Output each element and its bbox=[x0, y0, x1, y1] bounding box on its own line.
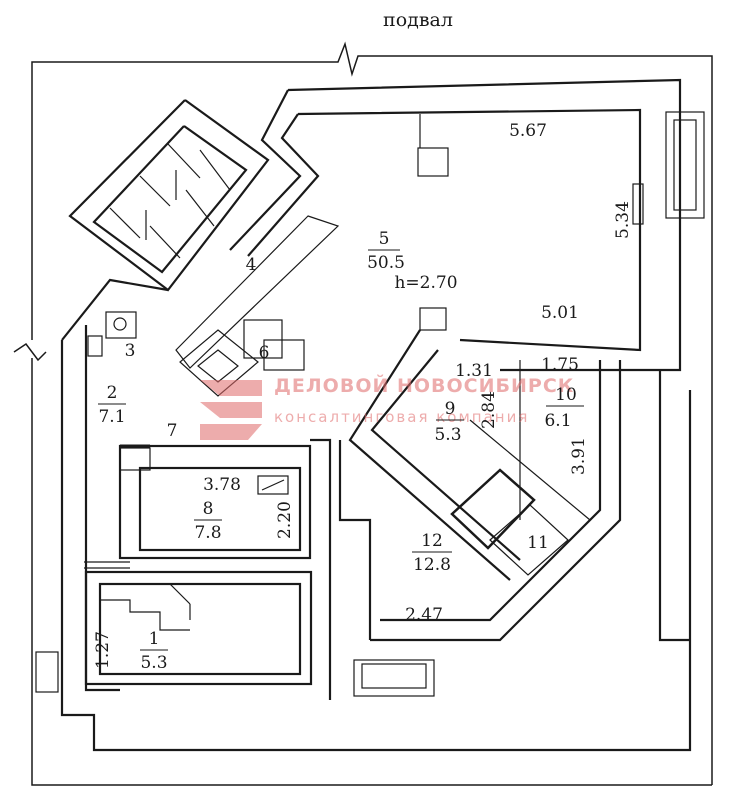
detail-lines bbox=[35, 111, 705, 697]
dimension-5-34: 5.34 bbox=[613, 201, 633, 239]
plan-title: подвал bbox=[383, 9, 453, 31]
room-9-area: 5.3 bbox=[434, 425, 461, 445]
room-12-number: 12 bbox=[421, 531, 443, 551]
room-8-area: 7.8 bbox=[194, 523, 221, 543]
watermark-logo-icon bbox=[200, 380, 262, 440]
dimension-1-31: 1.31 bbox=[455, 361, 493, 381]
room-labels: 1 5.3 2 7.1 3 4 5 50.5 h=2.70 6 7 8 7.8 … bbox=[98, 229, 584, 673]
room-8-number: 8 bbox=[203, 499, 214, 519]
room-4-number: 4 bbox=[246, 255, 257, 275]
room-6-number: 6 bbox=[259, 343, 270, 363]
room-3-number: 3 bbox=[125, 341, 136, 361]
dimension-2-20: 2.20 bbox=[275, 501, 295, 539]
room-5-height: h=2.70 bbox=[394, 273, 457, 293]
outer-boundary bbox=[13, 41, 713, 786]
room-9-number: 9 bbox=[445, 399, 456, 419]
watermark-line1: ДЕЛОВОЙ НОВОСИБИРСК bbox=[274, 374, 574, 397]
dimension-2-84: 2.84 bbox=[479, 391, 499, 429]
room-2-area: 7.1 bbox=[98, 407, 125, 427]
watermark-line2: консалтинговая компания bbox=[274, 408, 529, 426]
room-11-number: 11 bbox=[527, 533, 549, 553]
dimension-5-67: 5.67 bbox=[509, 121, 547, 141]
walls bbox=[60, 78, 692, 752]
room-10-area: 6.1 bbox=[544, 411, 571, 431]
dimension-2-47: 2.47 bbox=[405, 605, 443, 625]
dimension-labels: 5.67 5.34 5.01 1.31 1.75 2.84 3.91 3.78 … bbox=[93, 121, 633, 669]
room-5-area: 50.5 bbox=[367, 253, 405, 273]
room-7-number: 7 bbox=[167, 421, 178, 441]
room-2-number: 2 bbox=[107, 383, 118, 403]
room-1-number: 1 bbox=[149, 629, 160, 649]
dimension-3-78: 3.78 bbox=[203, 475, 241, 495]
room-10-number: 10 bbox=[555, 385, 577, 405]
dimension-1-75: 1.75 bbox=[541, 355, 579, 375]
dimension-1-27: 1.27 bbox=[93, 631, 113, 669]
dimension-5-01: 5.01 bbox=[541, 303, 579, 323]
watermark: ДЕЛОВОЙ НОВОСИБИРСК консалтинговая компа… bbox=[200, 374, 574, 440]
room-5-number: 5 bbox=[379, 229, 390, 249]
room-12-area: 12.8 bbox=[413, 555, 451, 575]
dimension-3-91: 3.91 bbox=[569, 437, 589, 475]
room-1-area: 5.3 bbox=[140, 653, 167, 673]
